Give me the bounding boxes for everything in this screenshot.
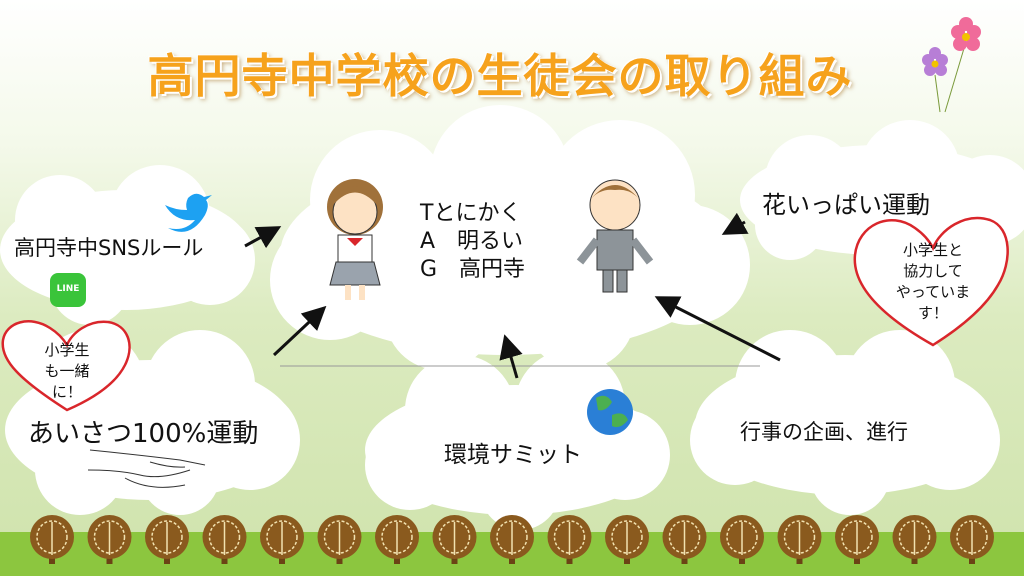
center-motto: Tとにかく A 明るい G 高円寺 [420,200,525,284]
tree [777,515,822,564]
tree [202,515,247,564]
tree [547,515,592,564]
heart-line: 協力して [903,262,963,280]
flower-campaign-label: 花いっぱい運動 [762,191,930,219]
greeting-campaign-label: あいさつ100%運動 [28,419,259,449]
tree [835,515,879,564]
tree-row [30,515,994,564]
tree [87,515,132,564]
heart-right [853,216,1009,347]
motto-line-g: G 高円寺 [420,257,526,282]
events-label: 行事の企画、進行 [740,420,908,444]
tree [490,515,534,564]
arrow-environment [499,334,523,379]
heart-left [1,320,131,412]
cloud-center [270,105,750,370]
tree [432,515,477,564]
line-app-icon [50,273,86,307]
heart-line: やっていま [895,283,971,301]
arrow-greeting [272,305,327,357]
cloud-events [690,330,1000,515]
line-icon-text: LINE [56,284,80,294]
heart-line: す！ [917,304,948,322]
boy-illustration [576,179,654,293]
tree [375,515,419,564]
heart-line: に！ [51,383,82,401]
motto-line-t: Tとにかく [420,201,522,226]
tree [145,515,189,564]
twitter-bird-icon [165,193,212,232]
arrows [244,212,781,379]
cosmos-flowers-illustration [922,17,981,113]
heart-right-text: 小学生と 協力して やっていま す！ [870,240,996,324]
tree [662,515,707,564]
tree [317,515,362,564]
arrow-flowers [721,212,749,235]
motto-line-a: A 明るい [420,229,524,254]
page-title: 高円寺中学校の生徒会の取り組み [147,49,853,103]
tree [892,515,937,564]
tree [720,515,764,564]
environment-summit-label: 環境サミット [444,442,582,468]
heart-line: も一緒 [44,362,90,380]
sns-rule-label: 高円寺中SNSルール [14,236,204,260]
tree [30,515,74,564]
girl-illustration [327,179,383,300]
tree [260,515,304,564]
heart-line: 小学生と [902,241,963,259]
handshake-illustration [87,449,206,488]
heart-left-text: 小学生 も一緒 に！ [20,340,114,403]
arrow-sns [244,226,282,249]
heart-line: 小学生 [44,341,90,359]
tree [950,515,994,564]
globe-icon [587,389,633,435]
arrow-events [654,296,781,362]
tree [605,515,649,564]
